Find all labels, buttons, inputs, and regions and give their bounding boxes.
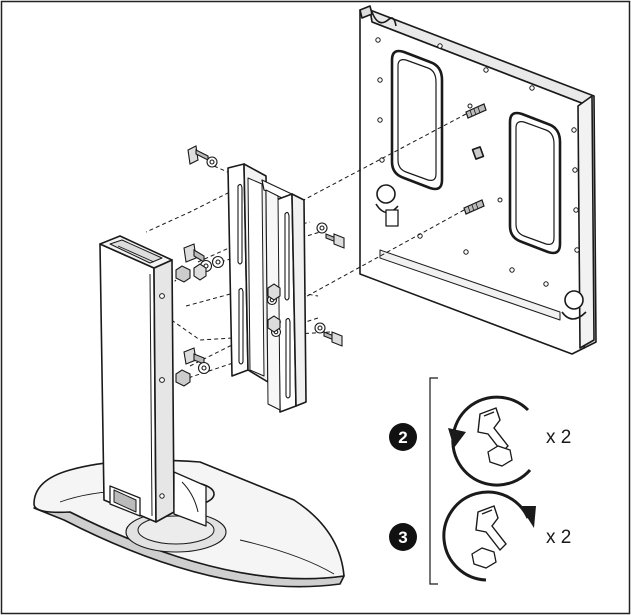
screw-right-upper: [316, 222, 345, 249]
step-instructions: 2 x 2 3: [389, 377, 571, 585]
rotate-ccw-arrow-icon: [448, 395, 532, 487]
step-2-badge: [389, 423, 417, 451]
bracket-left-slot-upper: [237, 183, 243, 265]
wrench-icon: [475, 505, 507, 552]
bracket-right-slot-upper: [284, 211, 290, 301]
step-2-multiplier: x 2: [546, 427, 571, 448]
bracket-right-slot-lower: [285, 317, 291, 399]
plate-ring-right: [564, 290, 584, 310]
step-group-bracket: [429, 377, 438, 585]
step-3-multiplier: x 2: [546, 527, 571, 548]
step-2-number: 2: [398, 428, 407, 447]
plate-stud-upper: [465, 103, 487, 119]
screw-left-lower: [183, 347, 205, 365]
hex-nut-icon: [471, 547, 497, 569]
rotate-cw-arrow-icon: [442, 490, 536, 582]
step-3-number: 3: [398, 528, 407, 547]
plate-stud-lower: [463, 199, 485, 215]
screw-top-left: [187, 145, 218, 168]
wrench-icon: [477, 407, 509, 454]
stand-column: [99, 235, 215, 527]
plate-ring-left: [376, 184, 396, 204]
plate-slot-left: [390, 49, 444, 191]
hex-nuts: [175, 263, 281, 387]
mounting-screws: [183, 145, 345, 365]
plate-slot-right: [508, 111, 562, 255]
adapter-bracket-left: [227, 163, 297, 383]
step-2: 2 x 2: [389, 395, 571, 487]
bracket-left-slot-lower: [238, 287, 244, 365]
step-3: 3 x 2: [389, 490, 571, 582]
screw-right-lower: [314, 322, 343, 347]
wall-mount-plate: [359, 5, 597, 355]
screw-left-upper: [183, 243, 205, 263]
hex-nut-icon: [487, 445, 513, 467]
step-3-badge: [389, 523, 417, 551]
